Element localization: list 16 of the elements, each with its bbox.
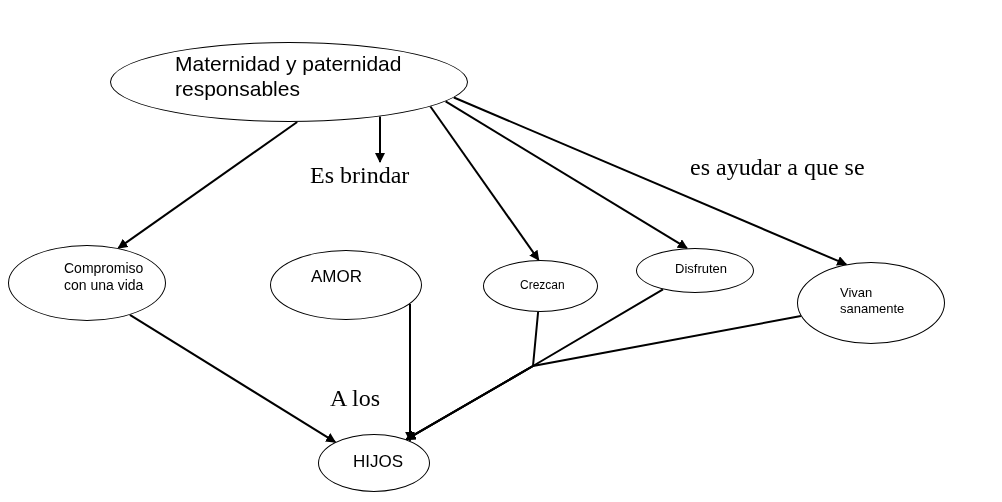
node-label: HIJOS xyxy=(353,452,405,473)
node-label: Maternidad y paternidad responsables xyxy=(175,51,403,102)
arrow xyxy=(444,100,688,250)
arrow xyxy=(405,302,415,442)
arrow xyxy=(128,313,337,444)
node-label: Vivan sanamente xyxy=(840,285,906,317)
arrow xyxy=(429,105,540,261)
arrow xyxy=(452,96,848,266)
node-label: Crezcan xyxy=(520,278,566,293)
arrow xyxy=(117,121,299,250)
node-label: Disfruten xyxy=(675,261,729,277)
node-label: Compromiso con una vida xyxy=(64,260,145,294)
arrow xyxy=(375,115,385,163)
linking-phrase: Es brindar xyxy=(310,162,410,189)
node-label: AMOR xyxy=(311,267,363,288)
arrow xyxy=(405,315,802,441)
